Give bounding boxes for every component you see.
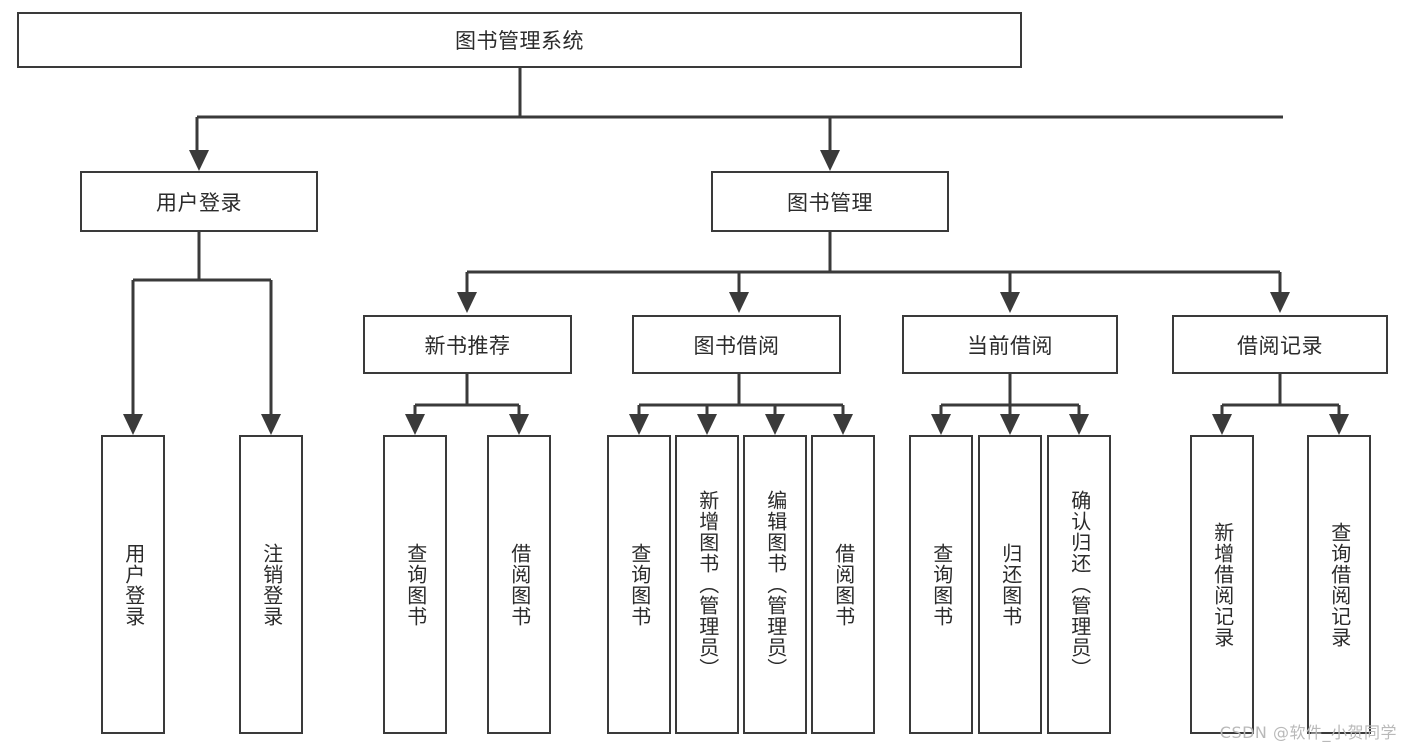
- node-leaf-newbook-borrow[interactable]: 借阅图书: [487, 435, 551, 734]
- node-leaf-current-return-label: 归还图书: [998, 542, 1023, 627]
- node-leaf-borrow-query[interactable]: 查询图书: [607, 435, 671, 734]
- node-leaf-borrow-do[interactable]: 借阅图书: [811, 435, 875, 734]
- node-leaf-current-query[interactable]: 查询图书: [909, 435, 973, 734]
- node-leaf-newbook-borrow-label: 借阅图书: [507, 542, 532, 627]
- node-book-manage-label: 图书管理: [787, 190, 873, 215]
- node-borrow-record-label: 借阅记录: [1237, 333, 1323, 358]
- node-new-book-label: 新书推荐: [424, 333, 511, 358]
- node-leaf-current-return[interactable]: 归还图书: [978, 435, 1042, 734]
- node-current-borrow-label: 当前借阅: [967, 333, 1053, 358]
- node-book-borrow[interactable]: 图书借阅: [632, 315, 841, 374]
- node-leaf-borrow-edit[interactable]: 编辑图书（管理员）: [743, 435, 807, 734]
- node-leaf-record-query[interactable]: 查询借阅记录: [1307, 435, 1371, 734]
- watermark-text: CSDN @软件_小贺同学: [1219, 723, 1397, 742]
- node-leaf-user-login[interactable]: 用户登录: [101, 435, 165, 734]
- node-leaf-logout[interactable]: 注销登录: [239, 435, 303, 734]
- node-leaf-record-add[interactable]: 新增借阅记录: [1190, 435, 1254, 734]
- node-leaf-user-login-label: 用户登录: [121, 542, 146, 627]
- node-leaf-logout-label: 注销登录: [259, 542, 284, 627]
- node-leaf-borrow-do-label: 借阅图书: [831, 542, 856, 627]
- node-root-label: 图书管理系统: [455, 29, 584, 53]
- node-leaf-current-confirm-label: 确认归还（管理员）: [1067, 490, 1092, 679]
- node-leaf-borrow-edit-label: 编辑图书（管理员）: [763, 490, 788, 679]
- node-leaf-borrow-add[interactable]: 新增图书（管理员）: [675, 435, 739, 734]
- node-new-book[interactable]: 新书推荐: [363, 315, 572, 374]
- node-leaf-borrow-add-label: 新增图书（管理员）: [695, 490, 720, 679]
- node-book-manage[interactable]: 图书管理: [711, 171, 949, 232]
- node-leaf-record-query-label: 查询借阅记录: [1327, 521, 1352, 648]
- node-root[interactable]: 图书管理系统: [17, 12, 1022, 68]
- node-borrow-record[interactable]: 借阅记录: [1172, 315, 1388, 374]
- node-book-borrow-label: 图书借阅: [693, 333, 780, 358]
- node-leaf-newbook-query[interactable]: 查询图书: [383, 435, 447, 734]
- node-leaf-current-query-label: 查询图书: [929, 542, 954, 627]
- node-user-login[interactable]: 用户登录: [80, 171, 318, 232]
- node-user-login-label: 用户登录: [156, 190, 242, 215]
- node-leaf-borrow-query-label: 查询图书: [627, 542, 652, 627]
- node-current-borrow[interactable]: 当前借阅: [902, 315, 1118, 374]
- node-leaf-newbook-query-label: 查询图书: [403, 542, 428, 627]
- node-leaf-record-add-label: 新增借阅记录: [1210, 521, 1235, 648]
- node-leaf-current-confirm[interactable]: 确认归还（管理员）: [1047, 435, 1111, 734]
